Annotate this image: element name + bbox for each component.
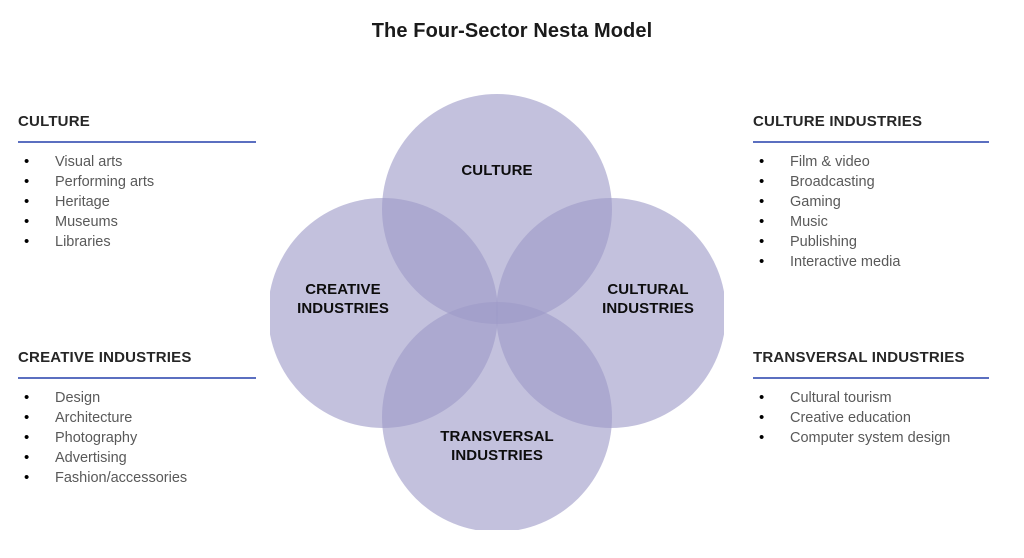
list-item-label: Film & video — [790, 153, 870, 170]
list-item-label: Fashion/accessories — [55, 469, 188, 486]
list-item: • Architecture — [18, 408, 268, 428]
list-item-label: Architecture — [55, 409, 133, 426]
bullet-icon: • — [24, 468, 30, 486]
bullet-icon: • — [759, 252, 765, 270]
panel-creative-industries: CREATIVE INDUSTRIES • Design • Architecture… — [18, 349, 268, 488]
bullet-icon: • — [759, 212, 765, 230]
panel-transversal-industries-divider — [753, 376, 989, 379]
panel-creative-industries-heading: CREATIVE INDUSTRIES — [18, 349, 192, 366]
panel-culture-divider — [18, 140, 256, 143]
list-item: • Broadcasting — [753, 172, 1015, 192]
list-item: • Cultural tourism — [753, 388, 1015, 408]
list-item-label: Creative education — [790, 409, 911, 426]
panel-transversal-industries-list: • Cultural tourism • Creative education • Com… — [753, 388, 1015, 448]
list-item-label: Music — [790, 213, 828, 230]
list-item-label: Advertising — [55, 449, 127, 466]
list-item-label: Heritage — [55, 193, 110, 210]
list-item-label: Visual arts — [55, 153, 123, 170]
list-item: • Film & video — [753, 152, 1015, 172]
list-item: • Gaming — [753, 192, 1015, 212]
panel-culture-heading: CULTURE — [18, 113, 90, 130]
panel-culture-industries-heading: CULTURE INDUSTRIES — [753, 113, 923, 130]
list-item-label: Cultural tourism — [790, 389, 892, 406]
list-item-label: Museums — [55, 213, 118, 230]
venn-circle-bottom — [382, 302, 612, 530]
bullet-icon: • — [759, 428, 765, 446]
list-item: • Libraries — [18, 232, 268, 252]
list-item: • Visual arts — [18, 152, 268, 172]
list-item: • Design — [18, 388, 268, 408]
panel-culture-industries-divider — [753, 140, 989, 143]
bullet-icon: • — [759, 192, 765, 210]
panel-transversal-industries: TRANSVERSAL INDUSTRIES • Cultural tourism… — [753, 349, 1015, 448]
page-title: The Four-Sector Nesta Model — [371, 20, 653, 42]
bullet-icon: • — [24, 192, 30, 210]
panel-culture-industries-list: •Film & video•Broadcasting•Gaming•Music•… — [753, 152, 1015, 272]
bullet-icon: • — [24, 212, 30, 230]
venn-circles-svg — [270, 94, 724, 530]
list-item: • Creative education — [753, 408, 1015, 428]
bullet-icon: • — [24, 408, 30, 426]
bullet-icon: • — [759, 408, 765, 426]
list-item-label: Computer system design — [790, 429, 951, 446]
list-item: • Heritage — [18, 192, 268, 212]
bullet-icon: • — [759, 172, 765, 190]
bullet-icon: • — [24, 428, 30, 446]
bullet-icon: • — [759, 232, 765, 250]
list-item-label: Performing arts — [55, 173, 155, 190]
bullet-icon: • — [24, 232, 30, 250]
bullet-icon: • — [24, 172, 30, 190]
panel-creative-industries-divider — [18, 376, 256, 379]
panel-culture-list: • Visual arts • Performing arts • Heritage • Mu… — [18, 152, 268, 252]
bullet-icon: • — [24, 448, 30, 466]
panel-creative-industries-list: • Design • Architecture • Photography • Adverti… — [18, 388, 268, 488]
bullet-icon: • — [24, 388, 30, 406]
panel-culture: CULTURE • Visual arts • Performing arts • Her… — [18, 113, 268, 252]
list-item: • Photography — [18, 428, 268, 448]
venn-diagram: CULTURE CREATIVE INDUSTRIES CULTURAL IND… — [270, 94, 724, 530]
list-item-label: Design — [55, 389, 101, 406]
list-item-label: Gaming — [790, 193, 841, 210]
list-item-label: Libraries — [55, 233, 111, 250]
panel-culture-industries: CULTURE INDUSTRIES • Film & video • Broadca… — [753, 113, 1015, 272]
list-item: • Fashion/accessories — [18, 468, 268, 488]
list-item: • Advertising — [18, 448, 268, 468]
list-item-label: Photography — [55, 429, 138, 446]
bullet-icon: • — [759, 152, 765, 170]
list-item: • Performing arts — [18, 172, 268, 192]
panel-transversal-industries-heading: TRANSVERSAL INDUSTRIES — [753, 349, 965, 366]
list-item: • Music — [753, 212, 1015, 232]
list-item: • Publishing — [753, 232, 1015, 252]
bullet-icon: • — [759, 388, 765, 406]
list-item: • Interactive media — [753, 252, 1015, 272]
list-item: • Museums — [18, 212, 268, 232]
bullet-icon: • — [24, 152, 30, 170]
list-item-label: Broadcasting — [790, 173, 875, 190]
list-item: • Computer system design — [753, 428, 1015, 448]
list-item-label: Publishing — [790, 233, 857, 250]
list-item-label: Interactive media — [790, 253, 901, 270]
